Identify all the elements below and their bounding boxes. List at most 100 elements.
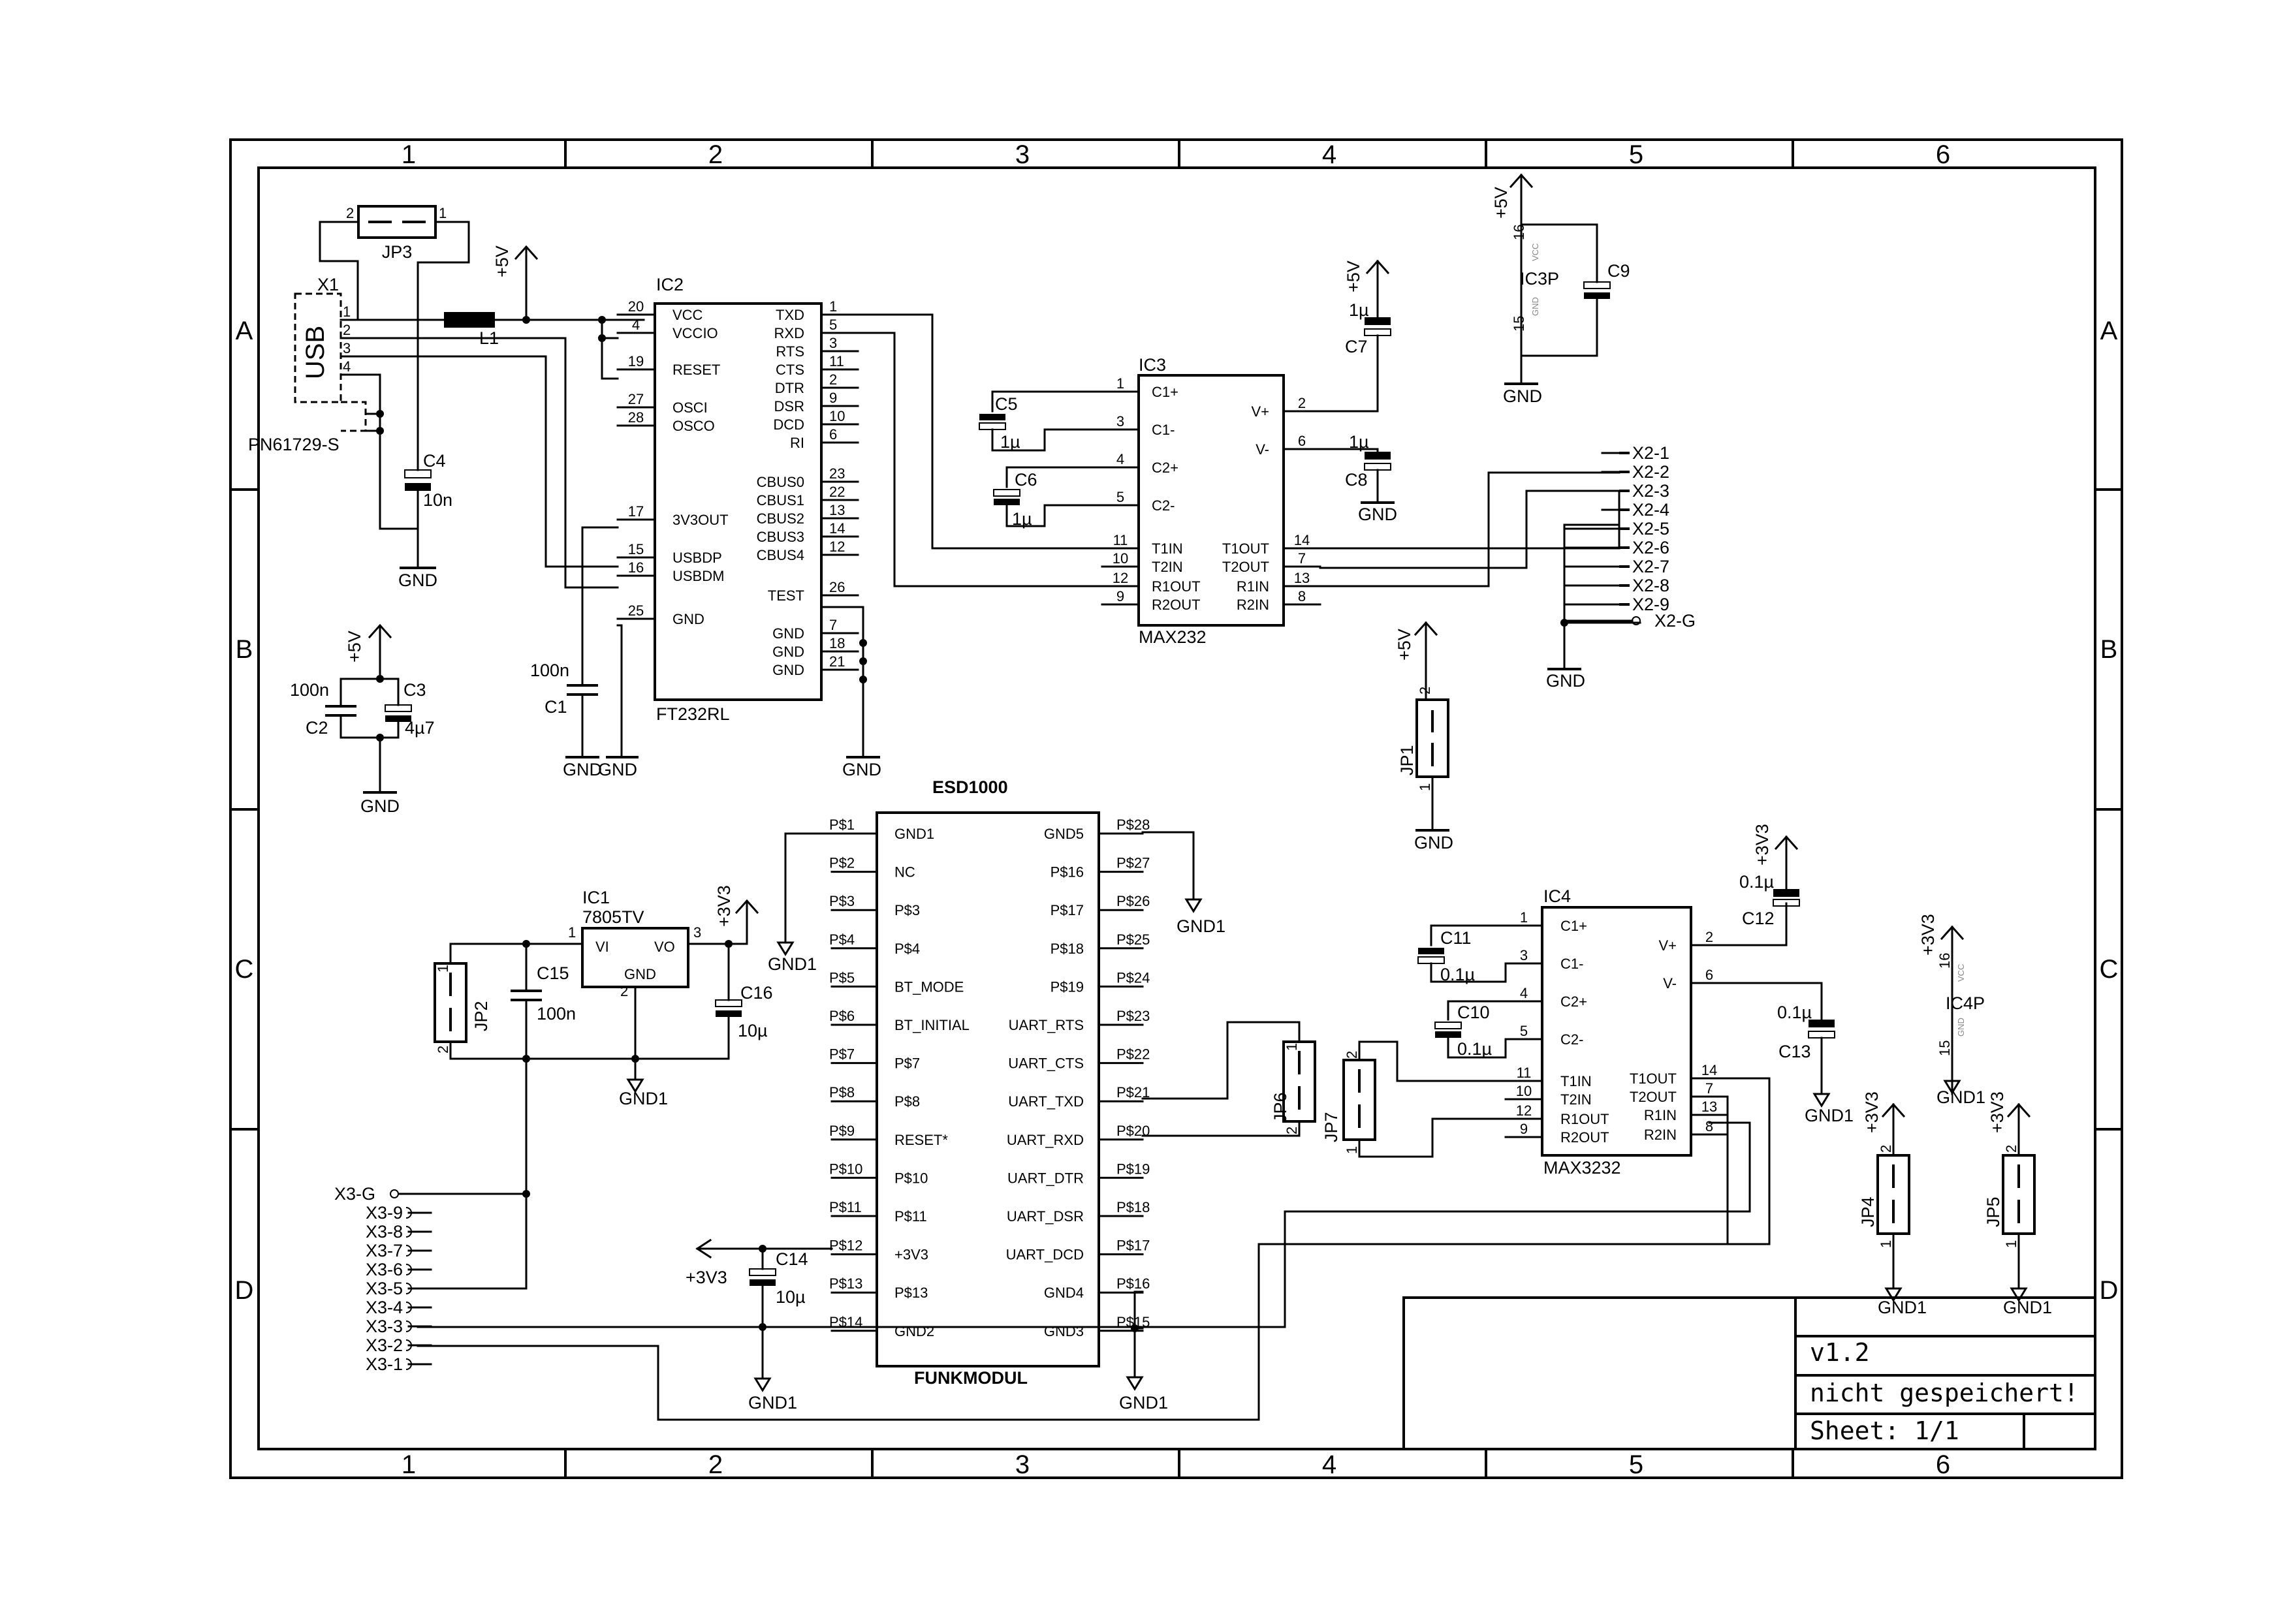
pin-row: 4C2+: [1504, 985, 1587, 1010]
c2-c3-decoupling: +5V 100n C2 C3 4µ7 GND: [290, 623, 435, 816]
pin-row: 2V+: [1251, 395, 1321, 420]
pin-row: 3C1-: [1101, 413, 1175, 438]
pin-label: TXD: [776, 307, 804, 323]
pin-number: 1: [1417, 783, 1433, 791]
row-label: D: [235, 1276, 254, 1305]
pin-label: R1OUT: [1152, 578, 1201, 595]
esd-value: FUNKMODUL: [914, 1368, 1028, 1388]
pin-number: 2: [1298, 395, 1306, 411]
pin-number: 1: [2003, 1240, 2019, 1248]
c16-name: C16: [740, 983, 773, 1003]
c5-name: C5: [995, 394, 1018, 414]
pin-number: 11: [829, 353, 844, 369]
pin-label: V+: [1658, 937, 1677, 954]
c2-name: C2: [306, 718, 328, 738]
pin-label: P$3: [894, 902, 920, 918]
jp1-jumper: +5V 2 1 JP1 GND: [1395, 621, 1453, 852]
pin-label: USBDP: [672, 550, 722, 566]
pin-pad: P$7: [829, 1046, 855, 1063]
ic3-left-pins: 1C1+3C1-4C2+5C2-11T1IN10T2IN12R1OUT9R2OU…: [1101, 375, 1201, 613]
pin-number: 14: [1701, 1062, 1717, 1078]
c10-name: C10: [1457, 1003, 1490, 1022]
x2-pin: X2-6: [1563, 538, 1669, 557]
pin-label: GND4: [1044, 1285, 1084, 1301]
net-label: GND: [842, 760, 881, 779]
pin-number: 1: [1878, 1240, 1894, 1248]
net-label: GND1: [1119, 1393, 1168, 1413]
pin-label: UART_CTS: [1008, 1055, 1084, 1072]
esd-left-pins: P$1GND1P$2NCP$3P$3P$4P$4P$5BT_MODEP$6BT_…: [829, 817, 970, 1339]
pin-label: R1IN: [1644, 1107, 1677, 1123]
pin-number: 6: [1705, 967, 1713, 983]
x2-label: X2-9: [1632, 595, 1669, 614]
pin-label: C2+: [1560, 993, 1587, 1010]
ic3p-name: IC3P: [1520, 269, 1559, 289]
x3-pin: X3-2: [366, 1335, 432, 1355]
c8-name: C8: [1345, 470, 1368, 490]
pin-number: 2: [829, 371, 837, 388]
x2-pin: X2-G: [1563, 611, 1696, 631]
pin-row: 1C1+: [1504, 909, 1587, 934]
x2-pin: X2-7: [1563, 557, 1669, 576]
pin-number: 2: [346, 205, 354, 221]
ic4-left-pins: 1C1+3C1-4C2+5C2-11T1IN10T2IN12R1OUT9R2OU…: [1504, 909, 1609, 1146]
c4-name: C4: [423, 451, 446, 471]
c10-value: 0.1µ: [1457, 1039, 1492, 1059]
esd-3v3-c14: +3V3 GND1 C14 10µ: [686, 1238, 833, 1413]
x3-label: X3-2: [366, 1335, 403, 1355]
pin-number: 16: [628, 559, 644, 576]
pin-label: R2OUT: [1560, 1129, 1609, 1146]
power-p5v-ic2: +5V: [492, 245, 539, 321]
ic3p-power: +5V 16 15 VCC GND IC3P C9 GND: [1491, 173, 1630, 406]
pin-row: P$13P$13: [829, 1275, 928, 1301]
pin-label: GND: [772, 625, 804, 642]
ic4p-power: +3V3 16 15 VCC GND IC4P GND1: [1918, 914, 1985, 1107]
pin-label: T2IN: [1560, 1091, 1592, 1108]
net-label: +3V3: [686, 1268, 727, 1287]
pin-number: 7: [1298, 550, 1306, 567]
pin-pad: P$6: [829, 1008, 855, 1024]
pin-label: C2-: [1152, 497, 1175, 514]
c4-value: 10n: [423, 490, 452, 510]
version-label: v1.2: [1810, 1338, 1870, 1367]
c8-value: 1µ: [1349, 432, 1369, 452]
pin-number: 25: [628, 602, 644, 619]
pin-label: TEST: [768, 587, 804, 604]
x1-name: X1: [317, 275, 339, 294]
pin-number: 10: [1516, 1083, 1532, 1099]
pin-number: 2: [343, 322, 351, 338]
pin-number: 3: [1520, 947, 1528, 963]
net-label: +3V3: [1862, 1091, 1882, 1133]
c8-capacitor: GND 1µ C8: [1319, 432, 1397, 524]
pin-label: VI: [595, 939, 609, 955]
pin-label: CBUS4: [757, 547, 804, 563]
pin-label: R1OUT: [1560, 1111, 1609, 1127]
ic4p-name: IC4P: [1946, 993, 1985, 1013]
pin-pad: P$12: [829, 1238, 862, 1254]
c7-name: C7: [1345, 337, 1368, 356]
pin-label: P$7: [894, 1055, 920, 1072]
pin-pad: P$8: [829, 1084, 855, 1101]
net-label: GND: [563, 760, 602, 779]
pin-row: 6RI: [790, 426, 859, 451]
pin-label: T2OUT: [1630, 1089, 1677, 1105]
row-label: A: [2100, 317, 2118, 345]
pin-pad: P$9: [829, 1123, 855, 1139]
x3-label: X3-G: [334, 1184, 375, 1204]
pin-pad: P$3: [829, 893, 855, 909]
pin-label: UART_DCD: [1006, 1247, 1084, 1263]
vcc-label: VCC: [1530, 243, 1540, 261]
col-label: 3: [1015, 140, 1030, 169]
col-label: 5: [1629, 1450, 1643, 1479]
